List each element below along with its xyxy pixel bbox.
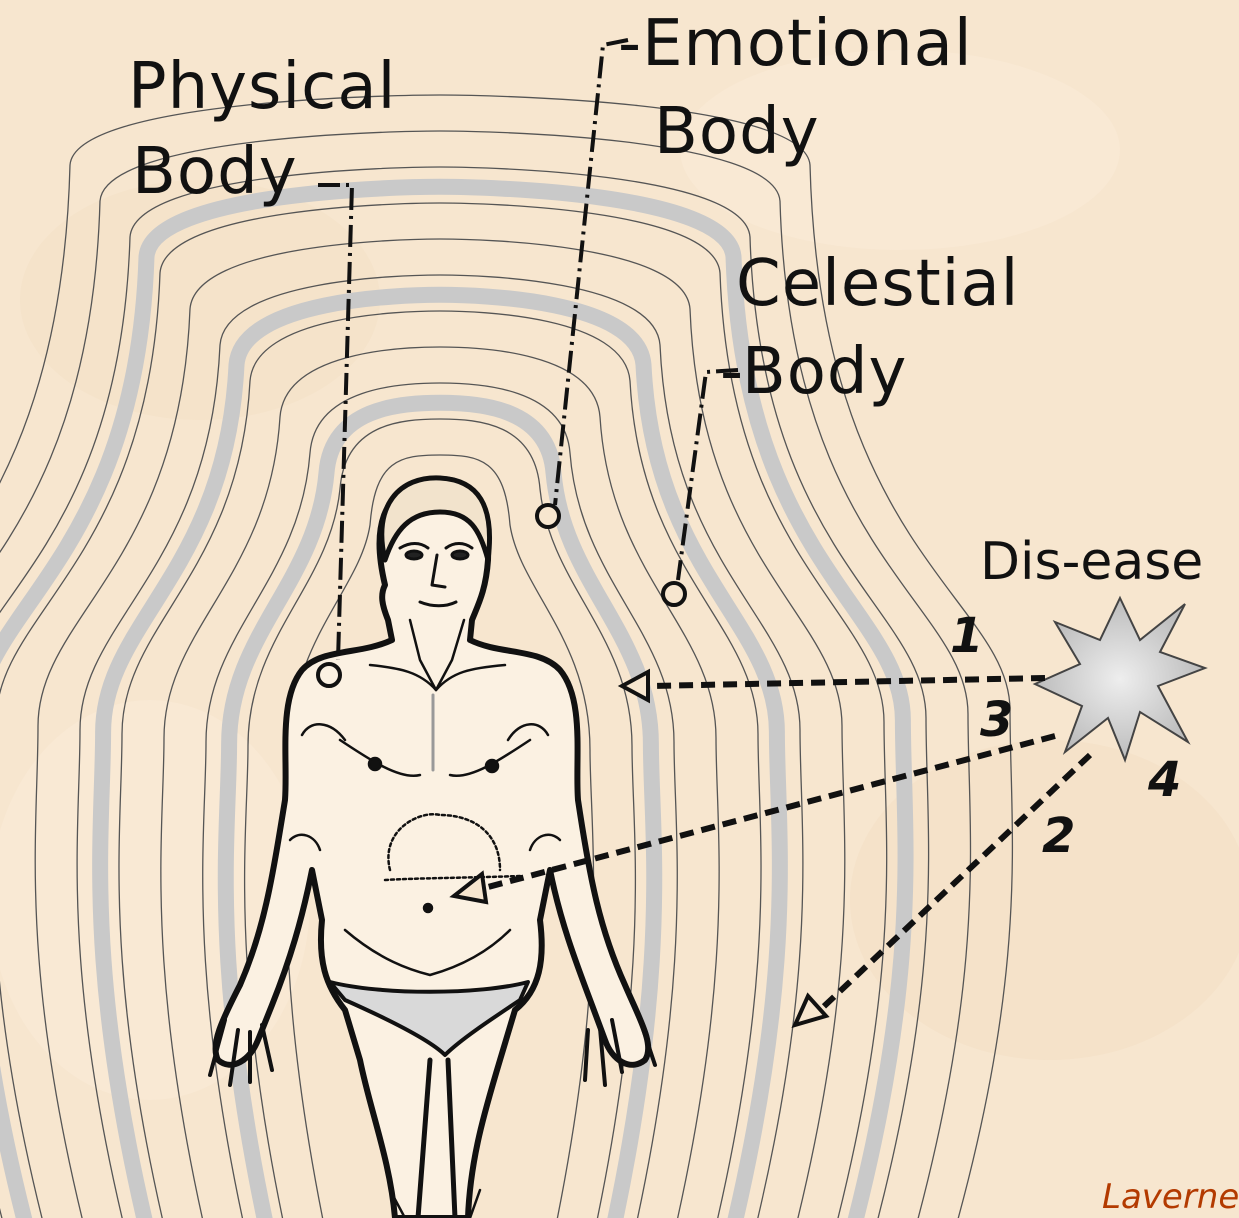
path-1-number: 1	[950, 612, 983, 660]
path-3-number: 3	[980, 696, 1013, 744]
celestial-marker	[663, 583, 685, 605]
path-1-line	[650, 678, 1045, 686]
celestial-body-label-line2: -Body	[720, 340, 907, 404]
credit-signature: Laverne	[1102, 1180, 1239, 1214]
arrowhead-2	[795, 996, 826, 1025]
path-4-number: 4	[1148, 756, 1181, 804]
emotional-body-label-line1: -Emotional	[618, 12, 973, 76]
path-2-number: 2	[1042, 812, 1075, 860]
physical-body-label-line2: Body	[132, 140, 298, 204]
emotional-body-label-line2: Body	[654, 100, 820, 164]
physical-body-label-line1: Physical	[128, 55, 396, 119]
disease-star-icon	[1035, 598, 1205, 760]
disease-label: Dis-ease	[980, 536, 1203, 588]
emotional-marker	[537, 505, 559, 527]
physical-marker	[318, 664, 340, 686]
celestial-body-label-line1: Celestial	[736, 252, 1019, 316]
